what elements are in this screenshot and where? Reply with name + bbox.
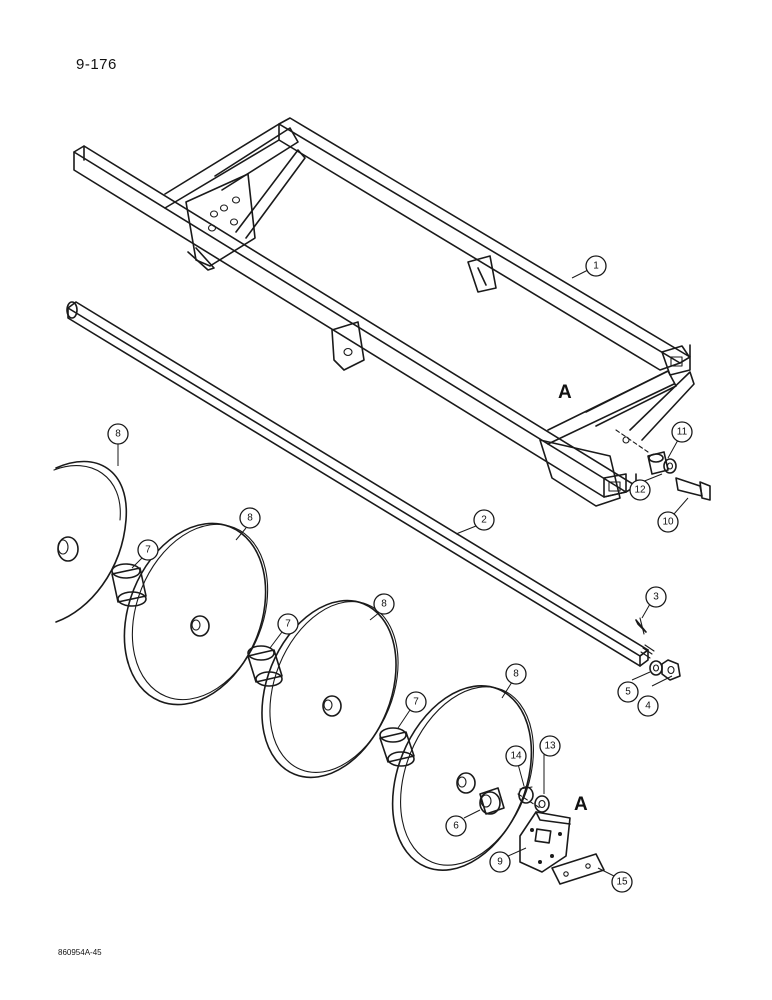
callout-6: 6 <box>445 815 467 837</box>
svg-text:8: 8 <box>115 429 121 440</box>
svg-text:2: 2 <box>481 515 487 526</box>
frame-hardware <box>647 451 711 501</box>
svg-text:9: 9 <box>497 857 503 868</box>
document-reference: 860954A-45 <box>58 948 102 957</box>
callout-4: 4 <box>637 695 659 717</box>
callout-8b: 8 <box>239 507 261 529</box>
svg-text:8: 8 <box>381 599 387 610</box>
callout-14: 14 <box>505 745 527 767</box>
shaft-hardware <box>635 617 681 681</box>
callout-15: 15 <box>611 871 633 893</box>
callout-10: 10 <box>657 511 679 533</box>
disc-shaft <box>66 301 655 667</box>
svg-text:4: 4 <box>645 701 651 712</box>
callout-11: 11 <box>671 421 693 443</box>
svg-text:6: 6 <box>453 821 459 832</box>
svg-text:7: 7 <box>413 697 419 708</box>
svg-text:7: 7 <box>145 545 151 556</box>
callout-8d: 8 <box>505 663 527 685</box>
svg-text:1: 1 <box>593 261 599 272</box>
callout-7a: 7 <box>137 539 159 561</box>
svg-text:14: 14 <box>510 751 522 762</box>
page-number: 9-176 <box>76 56 117 73</box>
callout-12: 12 <box>629 479 651 501</box>
callout-2: 2 <box>473 509 495 531</box>
svg-text:5: 5 <box>625 687 631 698</box>
svg-text:3: 3 <box>653 592 659 603</box>
frame-assembly: A <box>73 117 695 507</box>
svg-text:12: 12 <box>634 485 646 496</box>
callout-9: 9 <box>489 851 511 873</box>
svg-text:15: 15 <box>616 877 628 888</box>
spacer-spools <box>111 563 415 767</box>
svg-text:8: 8 <box>513 669 519 680</box>
callout-8a: 8 <box>107 423 129 445</box>
callout-8c: 8 <box>373 593 395 615</box>
callout-7c: 7 <box>405 691 427 713</box>
view-a-marker-plate: A <box>574 794 588 815</box>
view-a-marker-frame: A <box>558 382 572 403</box>
callout-13: 13 <box>539 735 561 757</box>
callout-7b: 7 <box>277 613 299 635</box>
svg-text:13: 13 <box>544 741 556 752</box>
callout-1: 1 <box>585 255 607 277</box>
leader-lines <box>117 269 689 877</box>
svg-text:7: 7 <box>285 619 291 630</box>
end-hub-parts: A <box>456 772 605 885</box>
callout-5: 5 <box>617 681 639 703</box>
callout-3: 3 <box>645 586 667 608</box>
svg-text:8: 8 <box>247 513 253 524</box>
svg-text:10: 10 <box>662 517 674 528</box>
svg-text:11: 11 <box>677 427 688 438</box>
